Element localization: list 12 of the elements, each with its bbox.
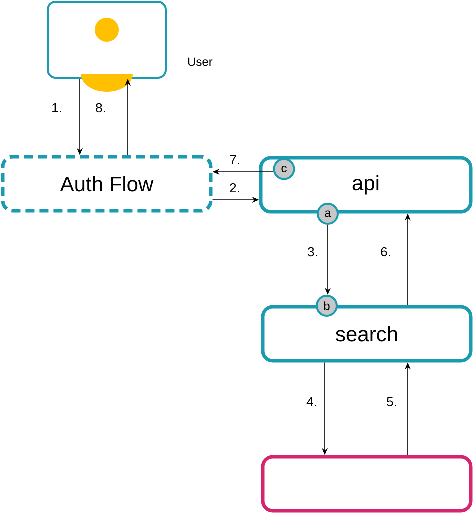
edge-label: 5.: [387, 397, 396, 407]
edge-label: 1.: [52, 104, 62, 112]
user-label: User: [188, 58, 213, 66]
edge-label: 4.: [306, 398, 316, 406]
edge-label: 7.: [230, 156, 240, 164]
edge-label: 3.: [308, 247, 318, 257]
process-box: [261, 455, 473, 513]
edge-label: 8.: [96, 103, 106, 113]
edge-label: 6.: [381, 247, 390, 257]
user-card: [47, 1, 167, 92]
process-box: Auth Flow: [1, 155, 213, 213]
edge-label: 2.: [230, 183, 240, 193]
